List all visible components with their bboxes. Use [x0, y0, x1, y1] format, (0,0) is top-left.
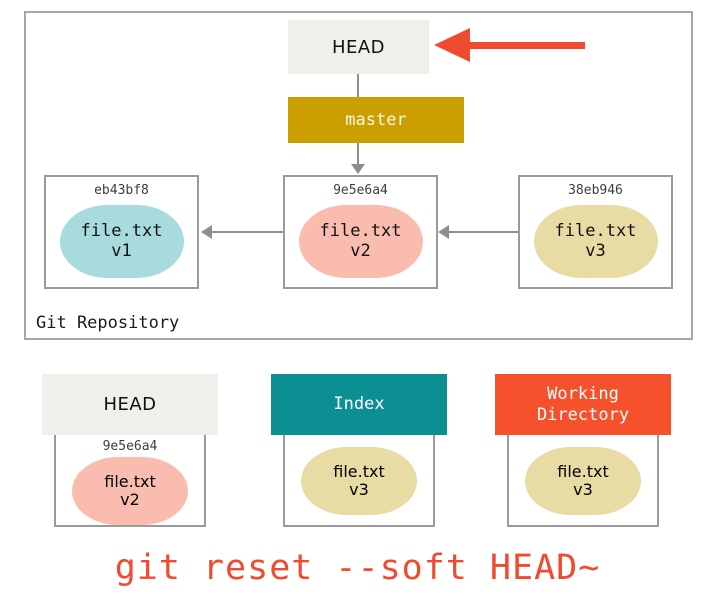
blob-filename: file.txt — [554, 221, 637, 242]
master-branch-box: master — [288, 97, 464, 143]
blob-filename: file.txt — [557, 462, 609, 482]
state-panel-head-title: HEAD — [103, 393, 157, 415]
state-panel-head-body: 9e5e6a4 file.txt v2 — [54, 435, 206, 527]
blob-version: v3 — [585, 240, 606, 261]
commit-blob: file.txt v3 — [533, 205, 658, 278]
red-annotation-arrow-icon — [434, 28, 470, 62]
head-pointer-box: HEAD — [288, 20, 429, 74]
commit-box-38eb946: 38eb946 file.txt v3 — [518, 175, 673, 289]
connector-master-to-commit — [357, 143, 359, 166]
state-panel-index-title: Index — [333, 394, 385, 415]
state-panel-index-header: Index — [271, 374, 447, 435]
red-annotation-arrow-shaft — [468, 42, 585, 49]
state-panel-index-body: file.txt v3 — [283, 435, 435, 527]
blob-filename: file.txt — [319, 221, 402, 242]
commit-hash: eb43bf8 — [94, 183, 149, 198]
blob-filename: file.txt — [333, 462, 385, 482]
blob-filename: file.txt — [80, 221, 163, 242]
parent-link-line — [449, 231, 518, 233]
commit-blob: file.txt v2 — [298, 205, 423, 278]
state-panel-working-directory-title-line2: Directory — [536, 404, 630, 425]
blob-version: v2 — [350, 240, 371, 261]
state-panel-index: Index file.txt v3 — [271, 374, 447, 527]
connector-head-to-master — [357, 74, 359, 97]
connector-master-arrowhead-icon — [351, 164, 365, 174]
state-panel-working-directory: Working Directory file.txt v3 — [495, 374, 671, 527]
commit-hash: 38eb946 — [568, 183, 623, 198]
state-panel-head: HEAD 9e5e6a4 file.txt v2 — [42, 374, 218, 527]
parent-link-line — [212, 231, 283, 233]
commit-blob: file.txt v1 — [59, 205, 184, 278]
state-panel-head-blob: file.txt v2 — [72, 457, 188, 525]
master-branch-label: master — [345, 110, 407, 130]
commit-box-9e5e6a4: 9e5e6a4 file.txt v2 — [283, 175, 438, 289]
blob-version: v1 — [111, 240, 132, 261]
git-repository-label: Git Repository — [36, 313, 180, 333]
state-panel-head-header: HEAD — [42, 374, 218, 435]
command-caption: git reset --soft HEAD~ — [114, 548, 601, 588]
blob-version: v3 — [349, 480, 369, 499]
blob-filename: file.txt — [104, 472, 156, 492]
commit-box-eb43bf8: eb43bf8 file.txt v1 — [44, 175, 199, 289]
head-pointer-label: HEAD — [331, 36, 386, 58]
blob-version: v2 — [120, 490, 140, 509]
state-panel-working-directory-title-line1: Working — [547, 384, 619, 405]
state-panel-index-blob: file.txt v3 — [301, 447, 417, 515]
blob-version: v3 — [573, 480, 593, 499]
state-panel-working-directory-header: Working Directory — [495, 374, 671, 435]
state-panel-working-directory-blob: file.txt v3 — [525, 447, 641, 515]
state-panel-head-hash: 9e5e6a4 — [102, 439, 158, 454]
parent-link-arrowhead-icon — [438, 225, 449, 239]
state-panel-working-directory-body: file.txt v3 — [507, 435, 659, 527]
parent-link-arrowhead-icon — [201, 225, 212, 239]
commit-hash: 9e5e6a4 — [333, 183, 388, 198]
